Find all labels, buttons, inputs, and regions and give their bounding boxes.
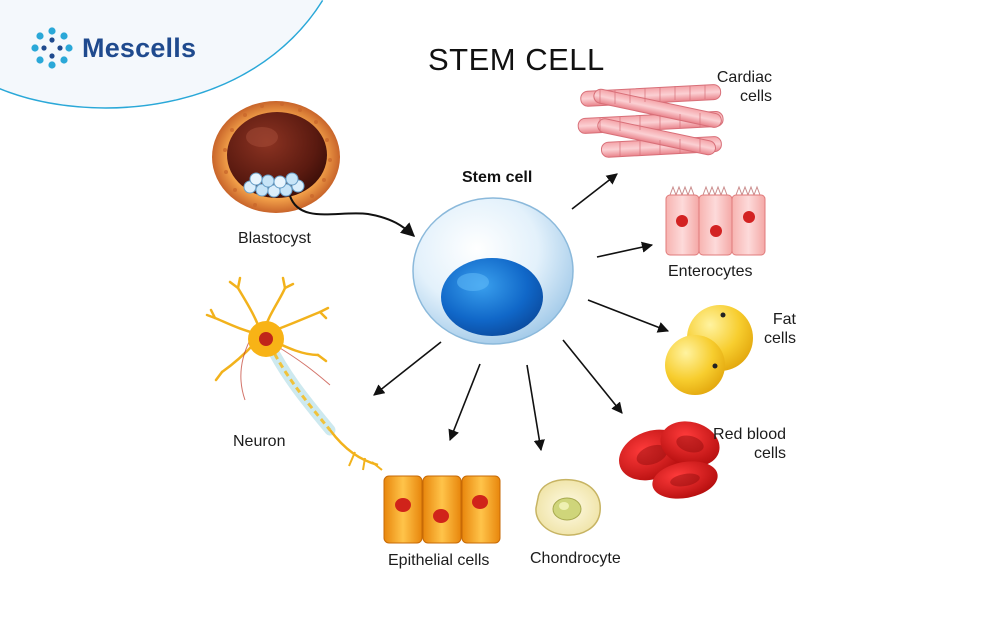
arrow-to-neuron	[373, 341, 442, 396]
neuron-label: Neuron	[233, 433, 286, 450]
neuron-illustration	[205, 276, 383, 471]
arrows-from-stemcell	[373, 173, 670, 452]
enterocytes-illustration	[665, 185, 766, 256]
cardiac-label: Cardiac cells	[690, 68, 772, 106]
blastocyst-label: Blastocyst	[238, 230, 311, 247]
stem-cell-label: Stem cell	[462, 169, 533, 186]
cardiac-cells-illustration	[577, 84, 724, 158]
fat-cells-label: Fat cells	[740, 310, 796, 348]
arrow-to-cardiac	[571, 173, 618, 210]
arrow-blastocyst-to-stemcell	[289, 195, 416, 237]
arrow-to-enterocytes	[596, 241, 654, 258]
fat-label-line2: cells	[763, 330, 796, 347]
fat-label-line1: Fat	[772, 311, 796, 328]
enterocytes-label: Enterocytes	[668, 263, 753, 280]
rbc-label-line1: Red blood	[713, 426, 786, 443]
brand-name: Mescells	[82, 32, 197, 63]
chondrocyte-illustration	[535, 478, 601, 536]
molecule-logo-icon	[31, 27, 73, 69]
blastocyst-illustration	[212, 101, 340, 213]
stem-cell-illustration	[412, 197, 574, 345]
corner-fill-decoration	[0, 0, 322, 108]
arrow-to-rbc	[562, 339, 623, 414]
arrow-to-chondrocyte	[526, 364, 545, 452]
fat-cells-illustration	[665, 305, 753, 395]
epithelial-cells-label: Epithelial cells	[388, 552, 490, 569]
red-blood-cells-illustration	[619, 421, 720, 499]
rbc-label-line2: cells	[753, 445, 786, 462]
brand-logo: Mescells	[30, 26, 196, 70]
arrow-to-epithelial	[448, 363, 481, 442]
red-blood-cells-label: Red blood cells	[688, 425, 786, 463]
cardiac-label-line1: Cardiac	[716, 69, 772, 86]
cardiac-label-line2: cells	[739, 88, 772, 105]
arrow-to-fat	[587, 299, 670, 333]
epithelial-cells-illustration	[383, 475, 501, 544]
chondrocyte-label: Chondrocyte	[530, 550, 621, 567]
diagram-title: STEM CELL	[428, 42, 605, 77]
